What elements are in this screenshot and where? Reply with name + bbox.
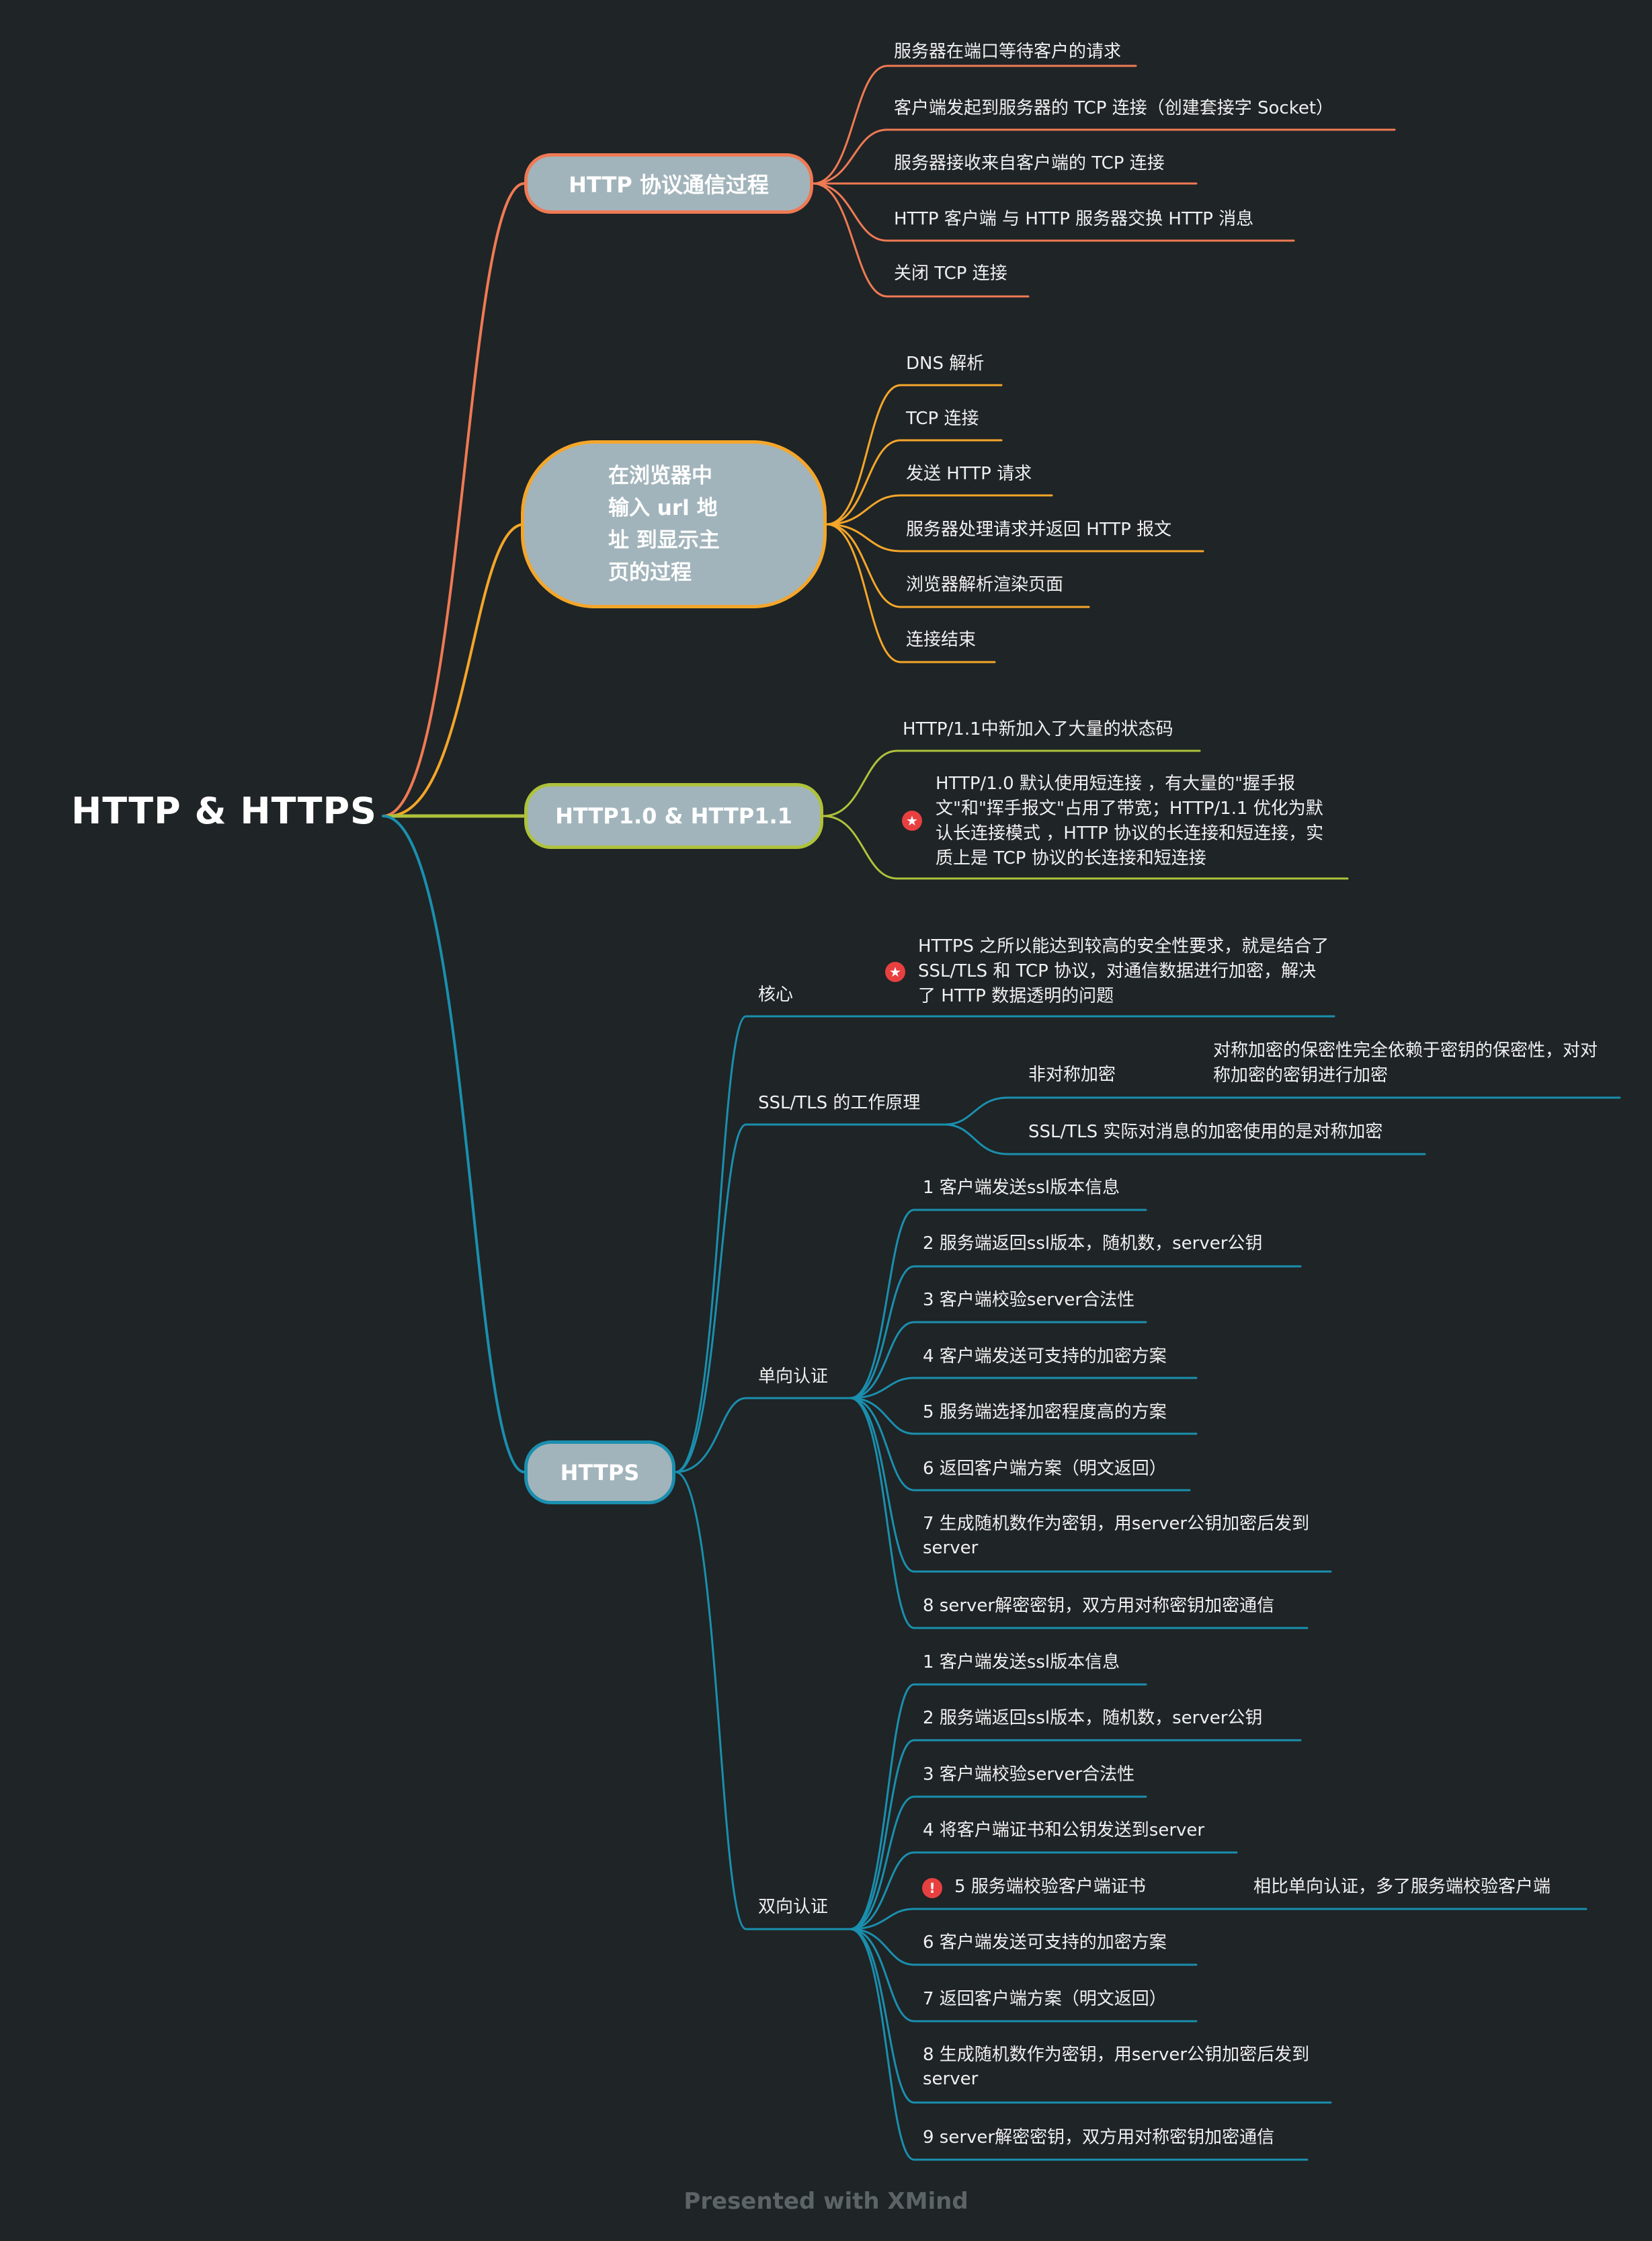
https-twoway-label[interactable]: 双向认证 [758, 1897, 829, 1917]
node-url-process[interactable]: 在浏览器中输入 url 地址 到显示主页的过程 [521, 440, 827, 608]
connector-root-https [382, 815, 526, 1473]
oneway-step-4[interactable]: 4 客户端发送可支持的加密方案 [923, 1346, 1167, 1367]
node-http-comm-label: HTTP 协议通信过程 [569, 172, 769, 198]
node-http1-label: HTTP1.0 & HTTP1.1 [555, 803, 792, 829]
http1-item-2[interactable]: HTTP/1.0 默认使用短连接 ，有大量的"握手报文"和"挥手报文"占用了带宽… [936, 774, 1324, 868]
comm-item-3[interactable]: 服务器接收来自客户端的 TCP 连接 [894, 153, 1165, 173]
url-item-6[interactable]: 连接结束 [906, 630, 977, 650]
connectors-url [825, 384, 1204, 663]
comm-item-2[interactable]: 客户端发起到服务器的 TCP 连接（创建套接字 Socket） [894, 98, 1334, 118]
https-ssl-item-2[interactable]: SSL/TLS 实际对消息的加密使用的是对称加密 [1028, 1122, 1383, 1142]
root-topic[interactable]: HTTP & HTTPS [71, 790, 377, 832]
https-ssl-asym-item[interactable]: 对称加密的保密性完全依赖于密钥的保密性，对对称加密的密钥进行加密 [1213, 1041, 1598, 1086]
comm-item-1[interactable]: 服务器在端口等待客户的请求 [894, 42, 1122, 62]
twoway-step-4[interactable]: 4 将客户端证书和公钥发送到server [923, 1820, 1205, 1840]
twoway-step-5-note[interactable]: 相比单向认证，多了服务端校验客户端 [1253, 1877, 1551, 1897]
node-http-comm[interactable]: HTTP 协议通信过程 [524, 153, 813, 214]
connectors-http1 [822, 749, 1349, 880]
url-item-5[interactable]: 浏览器解析渲染页面 [906, 575, 1064, 595]
twoway-step-9[interactable]: 9 server解密密钥，双方用对称密钥加密通信 [923, 2127, 1275, 2148]
node-https-label: HTTPS [560, 1459, 640, 1485]
connector-root-url [387, 523, 526, 817]
https-core-item[interactable]: HTTPS 之所以能达到较高的安全性要求，就是结合了 SSL/TLS 和 TCP… [918, 936, 1329, 1006]
oneway-step-7[interactable]: 7 生成随机数作为密钥，用server公钥加密后发到server [923, 1514, 1310, 1558]
url-item-1[interactable]: DNS 解析 [906, 354, 985, 374]
node-https[interactable]: HTTPS [524, 1440, 675, 1504]
twoway-step-1[interactable]: 1 客户端发送ssl版本信息 [923, 1652, 1120, 1672]
connectors-https [674, 1015, 1621, 2161]
oneway-step-6[interactable]: 6 返回客户端方案（明文返回） [923, 1459, 1167, 1479]
star-icon: ★ [902, 811, 922, 831]
twoway-step-8[interactable]: 8 生成随机数作为密钥，用server公钥加密后发到server [923, 2045, 1310, 2089]
oneway-step-1[interactable]: 1 客户端发送ssl版本信息 [923, 1178, 1120, 1198]
node-url-process-label: 在浏览器中输入 url 地址 到显示主页的过程 [608, 464, 720, 585]
twoway-step-3[interactable]: 3 客户端校验server合法性 [923, 1764, 1135, 1785]
https-ssl-label[interactable]: SSL/TLS 的工作原理 [758, 1093, 921, 1113]
connectors-comm [812, 65, 1396, 298]
twoway-step-6[interactable]: 6 客户端发送可支持的加密方案 [923, 1932, 1167, 1953]
exclamation-icon: ! [922, 1878, 942, 1898]
comm-item-5[interactable]: 关闭 TCP 连接 [894, 263, 1007, 284]
url-item-4[interactable]: 服务器处理请求并返回 HTTP 报文 [906, 520, 1172, 540]
star-icon: ★ [885, 962, 905, 982]
oneway-step-2[interactable]: 2 服务端返回ssl版本，随机数，server公钥 [923, 1233, 1263, 1254]
oneway-step-3[interactable]: 3 客户端校验server合法性 [923, 1290, 1135, 1310]
comm-item-4[interactable]: HTTP 客户端 与 HTTP 服务器交换 HTTP 消息 [894, 209, 1254, 229]
footer-credit: Presented with XMind [684, 2188, 968, 2215]
connector-root-comm [382, 182, 526, 817]
https-oneway-label[interactable]: 单向认证 [758, 1367, 829, 1387]
url-item-2[interactable]: TCP 连接 [906, 409, 979, 429]
https-ssl-asym-label[interactable]: 非对称加密 [1028, 1065, 1116, 1085]
url-item-3[interactable]: 发送 HTTP 请求 [906, 464, 1032, 484]
twoway-step-2[interactable]: 2 服务端返回ssl版本，随机数，server公钥 [923, 1708, 1263, 1728]
node-http1[interactable]: HTTP1.0 & HTTP1.1 [524, 783, 823, 849]
twoway-step-5[interactable]: 5 服务端校验客户端证书 [954, 1877, 1146, 1897]
https-core-label[interactable]: 核心 [758, 985, 794, 1005]
twoway-step-7[interactable]: 7 返回客户端方案（明文返回） [923, 1989, 1167, 2009]
oneway-step-8[interactable]: 8 server解密密钥，双方用对称密钥加密通信 [923, 1596, 1275, 1616]
http1-item-1[interactable]: HTTP/1.1中新加入了大量的状态码 [903, 719, 1173, 739]
oneway-step-5[interactable]: 5 服务端选择加密程度高的方案 [923, 1402, 1167, 1422]
